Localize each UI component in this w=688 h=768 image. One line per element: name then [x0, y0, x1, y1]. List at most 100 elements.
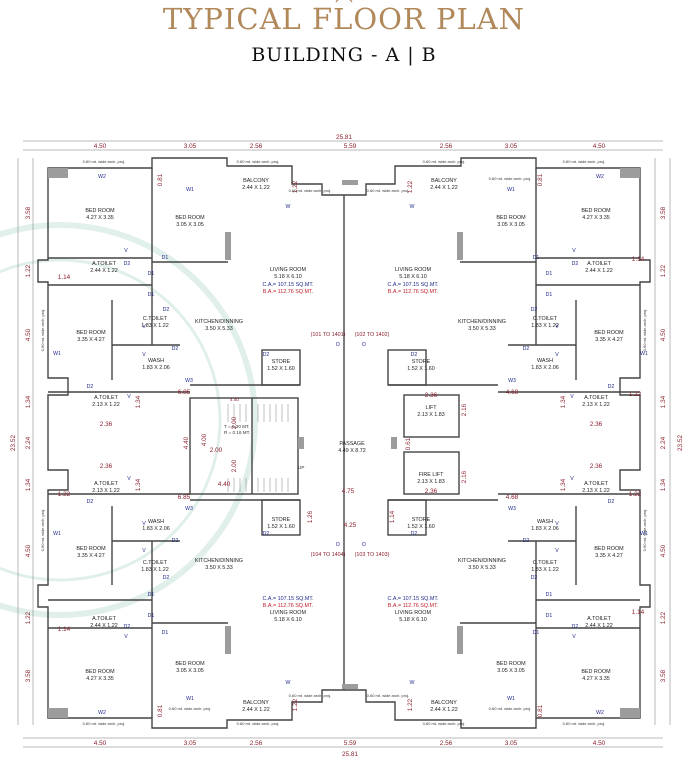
room-wash-tl: WASH — [148, 358, 164, 364]
room-bedroom2-br-size: 3.05 X 3.05 — [497, 668, 525, 674]
room-atoilet-br: A.TOILET — [587, 616, 612, 622]
page-subtitle: BUILDING - A | B — [251, 44, 437, 66]
tag-d1-bl3: D1 — [162, 630, 169, 636]
dim-right-total: 23.52 — [677, 435, 684, 451]
tag-w-tr: W — [410, 204, 415, 210]
room-bedroom-tl: BED ROOM — [85, 208, 115, 214]
page-title: TYPICAL FLOOR PLAN — [162, 2, 526, 36]
opening-tags: W2 W1 W D1 D2 D1 D1 D2 W1 D2 W3 D2 D2 D … — [53, 174, 648, 716]
dim-440-top: 4.40 — [230, 397, 239, 402]
tag-d2-tr: D2 — [572, 261, 579, 267]
tag-v-tl1: V — [124, 248, 128, 254]
tag-w3-br: W3 — [508, 506, 516, 512]
tag-d2-tl2: D2 — [163, 307, 170, 313]
flat-range-bl: (104 TO 1404) — [311, 552, 346, 558]
top-dimension-line — [23, 140, 663, 748]
room-lift-size: 2.13 X 1.83 — [417, 412, 445, 418]
dim-left-1: 3.58 — [25, 206, 32, 219]
dim-236-l1: 2.36 — [100, 421, 113, 428]
tag-w1-bl2: W1 — [186, 696, 194, 702]
room-atoilet-tl-size: 2.44 X 1.22 — [90, 268, 118, 274]
tag-v-br1: V — [570, 476, 574, 482]
tag-d1-br1: D1 — [546, 592, 553, 598]
dim-236-r1: 2.36 — [590, 421, 603, 428]
dim-400: 4.00 — [201, 433, 208, 446]
room-kitchen-tr-size: 3.50 X 5.33 — [468, 326, 496, 332]
stair-notes: T = 0.30 MT. R = 0.16 MT. UP 4.40 — [224, 397, 304, 470]
room-atoilet-br-size: 2.44 X 1.22 — [585, 623, 613, 629]
shaded-wall-segments — [48, 168, 640, 718]
tag-d1-tr: D1 — [533, 255, 540, 261]
title-ornament-icon — [335, 0, 353, 3]
room-wash-tr: WASH — [537, 358, 553, 364]
dim-114-bl: 1.14 — [58, 626, 71, 633]
dim-top-5: 2.56 — [440, 143, 453, 150]
dimension-labels: 25.81 4.50 3.05 2.56 5.59 2.56 3.05 4.50… — [10, 134, 684, 758]
room-atoilet2-br: A.TOILET — [584, 481, 609, 487]
tag-v-br4: V — [555, 548, 559, 554]
dim-122-bl: 1.22 — [292, 698, 299, 711]
dim-right-9: 3.58 — [660, 669, 667, 682]
dim-200-b: 2.00 — [231, 416, 238, 429]
room-living-tl-size: 5.18 X 6.10 — [274, 274, 302, 280]
tag-v-bl1: V — [127, 476, 131, 482]
room-bedroom3-br: BED ROOM — [594, 546, 624, 552]
room-atoilet2-tr: A.TOILET — [584, 395, 609, 401]
proj-tl-2: 0.60 mt. wide arch. proj. — [237, 159, 280, 164]
tag-d2-bl2: D2 — [172, 538, 179, 544]
tag-d1-tr3: D1 — [546, 292, 553, 298]
dim-236-l2: 2.36 — [100, 463, 113, 470]
proj-left-mid: 0.60 mt. wide arch. proj. — [40, 309, 45, 352]
tag-w-tl: W — [286, 204, 291, 210]
dim-top-3: 2.56 — [250, 143, 263, 150]
dim-081-tr: 0.81 — [537, 173, 544, 186]
dim-right-2: 1.22 — [660, 264, 667, 277]
room-bedroom2-bl-size: 3.05 X 3.05 — [176, 668, 204, 674]
room-balcony-bl-size: 2.44 X 1.22 — [242, 707, 270, 713]
room-atoilet2-tl: A.TOILET — [94, 395, 119, 401]
tag-w1-tl: W1 — [186, 187, 194, 193]
dim-236-firelift: 2.36 — [425, 488, 438, 495]
room-living-bl: LIVING ROOM — [270, 610, 306, 616]
dim-134-l-lower: 1.34 — [135, 478, 142, 491]
room-balcony-tr-size: 2.44 X 1.22 — [430, 185, 458, 191]
dim-216-lift: 2.16 — [461, 403, 468, 416]
room-kitchen-br-size: 3.50 X 5.33 — [468, 565, 496, 571]
tag-w2-tr: W2 — [596, 174, 604, 180]
tag-d2-br5: D2 — [572, 624, 579, 630]
dim-122-tl: 1.22 — [292, 180, 299, 193]
room-ctoilet-tr-size: 1.83 X 1.22 — [531, 323, 559, 329]
dim-left-2: 1.22 — [25, 264, 32, 277]
projection-labels: 0.60 mt. wide arch. proj. 0.60 mt. wide … — [40, 159, 647, 726]
room-atoilet-bl: A.TOILET — [92, 616, 117, 622]
dim-top-1: 4.50 — [94, 143, 107, 150]
dim-134-r-lower: 1.34 — [560, 478, 567, 491]
flat-range-br: (103 TO 1403) — [355, 552, 390, 558]
room-balcony-bl: BALCONY — [243, 700, 269, 706]
dim-114-tr: 1.14 — [632, 256, 645, 263]
dim-236-r2: 2.36 — [590, 463, 603, 470]
room-kitchen-bl: KITCHEN/DINNING — [195, 558, 243, 564]
proj-left-mid2: 0.60 mt. wide arch. proj. — [40, 509, 45, 552]
room-atoilet-bl-size: 2.44 X 1.22 — [90, 623, 118, 629]
room-atoilet-tr-size: 2.44 X 1.22 — [585, 268, 613, 274]
room-bedroom3-tl: BED ROOM — [76, 330, 106, 336]
room-atoilet2-bl-size: 2.13 X 1.22 — [92, 488, 120, 494]
tag-d-tr: D — [362, 342, 366, 348]
proj-tr-2: 0.60 mt. wide arch. proj. — [423, 159, 466, 164]
room-living-br-size: 5.18 X 6.10 — [399, 617, 427, 623]
tag-d2-bl3: D2 — [263, 531, 270, 537]
room-living-bl-size: 5.18 X 6.10 — [274, 617, 302, 623]
room-bedroom2-bl: BED ROOM — [175, 661, 205, 667]
tag-d2-br3: D2 — [411, 531, 418, 537]
tag-v-tr2: V — [570, 394, 574, 400]
room-ctoilet-bl-size: 1.83 X 1.22 — [141, 567, 169, 573]
tag-v-tl2: V — [127, 394, 131, 400]
proj-bl-2: 0.60 mt. wide arch. proj. — [237, 721, 280, 726]
proj-br-2: 0.60 mt. wide arch. proj. — [423, 721, 466, 726]
dim-bottom-7: 4.50 — [593, 740, 606, 747]
tag-v-bl3: V — [142, 521, 146, 527]
dim-122-tr: 1.22 — [407, 180, 414, 193]
tag-v-tl3: V — [142, 352, 146, 358]
room-store-tr-size: 1.52 X 1.60 — [407, 366, 435, 372]
